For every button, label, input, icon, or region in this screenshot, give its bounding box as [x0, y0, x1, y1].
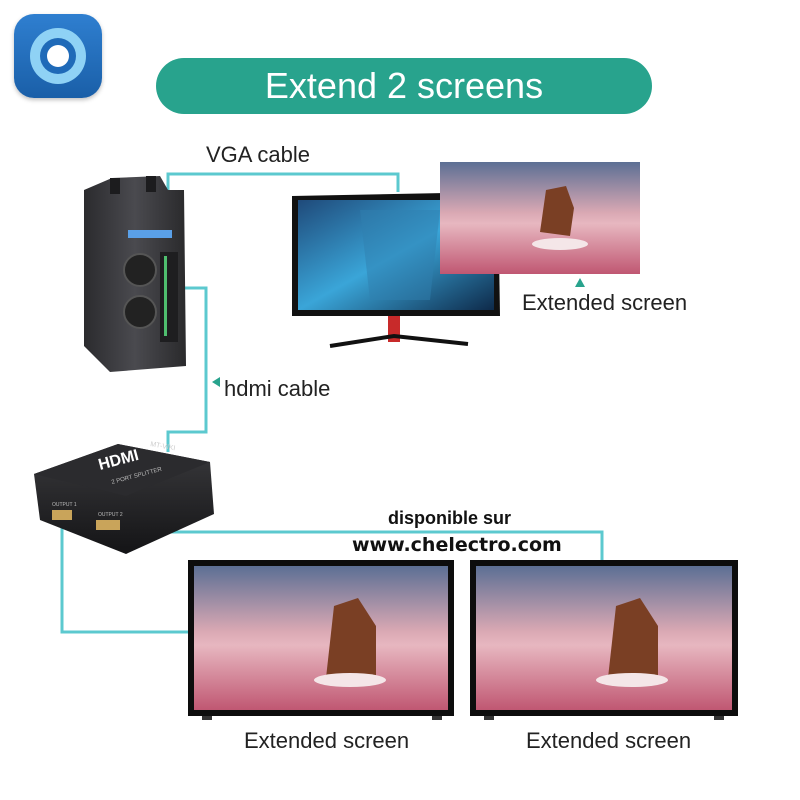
vga-cable-label: VGA cable	[206, 142, 310, 168]
splitter-port2: OUTPUT 2	[98, 512, 123, 518]
triangle-up-icon	[575, 278, 585, 287]
tv-bottom-left	[188, 560, 454, 720]
tv-bottom-right	[470, 560, 738, 720]
extended-screen-top-label: Extended screen	[522, 290, 687, 316]
triangle-left-icon	[212, 377, 220, 387]
extended-screen-top	[440, 162, 640, 274]
website-label: www.chelectro.com	[352, 534, 562, 556]
extended-screen-bottom-right-label: Extended screen	[526, 728, 691, 754]
extended-screen-bottom-left-label: Extended screen	[244, 728, 409, 754]
available-on-label: disponible sur	[388, 508, 511, 529]
pc-tower	[84, 176, 186, 372]
splitter-port1: OUTPUT 1	[52, 502, 77, 508]
splitter-maker: MT-VIKI	[150, 441, 176, 452]
hdmi-cable-label: hdmi cable	[224, 376, 330, 402]
